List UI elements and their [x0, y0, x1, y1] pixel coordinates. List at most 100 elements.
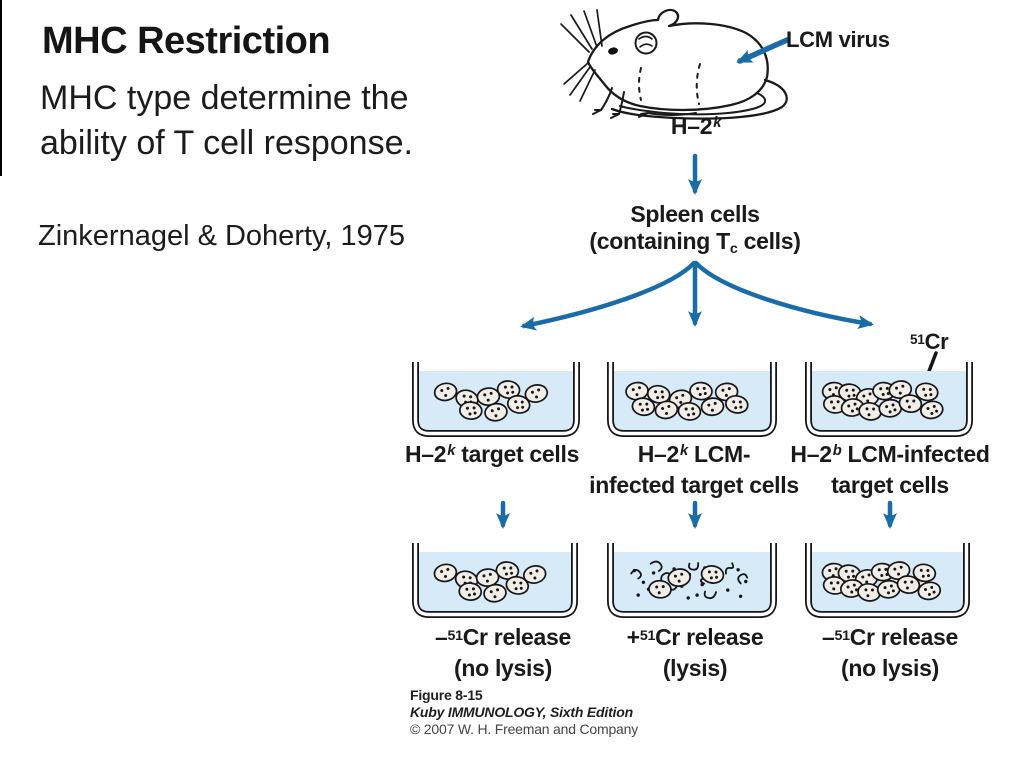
- well-top-2: [607, 362, 777, 437]
- target-cell: [475, 568, 500, 587]
- caption-figure-number: Figure 8-15: [410, 687, 483, 703]
- mouse-eye: [608, 47, 618, 55]
- spleen-line-2: (containing Tc cells): [575, 228, 815, 259]
- target-cell: [476, 387, 501, 406]
- label-line2: infected target cells: [589, 472, 799, 498]
- label-line2: target cells: [831, 472, 949, 498]
- target-cell: [433, 382, 458, 402]
- mouse-fur-dashes: [638, 63, 701, 105]
- result-sup: 51: [834, 627, 850, 644]
- target-cell: [725, 394, 749, 414]
- result-line2: (lysis): [662, 655, 728, 681]
- strain-sup: k: [713, 115, 722, 132]
- result-sign: –: [434, 624, 448, 650]
- well-label-h2b-lcm-infected: H–2b LCM-infected target cells: [770, 441, 1010, 499]
- target-cell: [458, 582, 483, 601]
- well-bottom-1: [412, 543, 578, 618]
- result-sign: –: [821, 624, 835, 650]
- target-cell: [505, 575, 530, 595]
- label-sup: b: [832, 443, 842, 460]
- target-cell: [495, 561, 520, 581]
- spleen-line-1: Spleen cells: [630, 201, 760, 227]
- target-cell: [857, 582, 881, 602]
- target-cell: [654, 400, 679, 420]
- well-label-h2k-lcm-infected: H–2k LCM- infected target cells: [574, 441, 814, 499]
- result-sup: 51: [447, 627, 463, 644]
- result-label-no-lysis-right: –51Cr release (no lysis): [780, 624, 1000, 682]
- well-top-3: [805, 362, 973, 437]
- result-line2: (no lysis): [841, 655, 939, 681]
- target-cell: [689, 381, 713, 401]
- target-cell: [677, 402, 702, 421]
- branch-right-arrow: [693, 260, 874, 329]
- subtitle-line-2: ability of T cell response.: [40, 124, 413, 162]
- target-cell: [631, 397, 656, 417]
- chromium-sup: 51: [910, 331, 925, 347]
- mouse-whiskers: [560, 9, 603, 102]
- mouse-illustration: [560, 8, 788, 120]
- label-base: H–2: [790, 441, 832, 467]
- target-cell: [496, 380, 521, 400]
- flow-arrows: [496, 37, 897, 529]
- label-sup: k: [680, 443, 688, 460]
- label-base: H–2: [404, 441, 447, 467]
- lcm-virus-label: LCM virus: [786, 27, 890, 52]
- well-bottom-2: [607, 543, 777, 618]
- target-cell: [898, 394, 923, 414]
- target-cell: [700, 397, 725, 417]
- target-cell: [667, 568, 692, 588]
- result-sign: +: [626, 624, 640, 650]
- caption-book-title: Kuby IMMUNOLOGY, Sixth Edition: [410, 704, 633, 720]
- target-cell: [458, 401, 483, 420]
- slide-subtitle: MHC type determine the ability of T cell …: [40, 76, 413, 166]
- result-label-lysis: +51Cr release (lysis): [585, 624, 805, 682]
- result-rest: Cr release: [849, 624, 959, 650]
- target-cell: [625, 381, 649, 401]
- target-cell: [484, 402, 508, 422]
- target-cell: [646, 384, 671, 404]
- mouse-legs: [592, 87, 697, 119]
- target-cell: [522, 565, 547, 584]
- target-cell: [483, 583, 507, 603]
- mouse-tail-inner: [619, 92, 767, 116]
- result-rest: Cr release: [462, 624, 572, 650]
- mouse-strain-label: H–2k: [596, 113, 796, 144]
- chromium-tag-label: 51Cr: [910, 328, 949, 358]
- wells-layer: [412, 362, 973, 618]
- target-cell: [912, 563, 937, 583]
- result-sup: 51: [639, 627, 656, 644]
- slide-citation: Zinkernagel & Doherty, 1975: [38, 220, 406, 252]
- label-sup: k: [447, 443, 456, 460]
- spleen-line2-pre: (containing T: [589, 228, 730, 254]
- target-cell: [648, 579, 672, 599]
- strain-base: H–2: [670, 113, 713, 139]
- subtitle-line-1: MHC type determine the: [40, 79, 409, 117]
- label-rest: target cells: [455, 441, 580, 467]
- spleen-line2-sub: c: [729, 240, 738, 257]
- result-line2: (no lysis): [454, 655, 552, 681]
- branch-left-arrow: [520, 260, 697, 331]
- target-cell: [506, 394, 531, 414]
- virus-arrow: [736, 37, 790, 64]
- target-cell: [700, 565, 725, 584]
- label-rest: LCM-infected: [841, 441, 990, 467]
- target-cell: [915, 382, 939, 402]
- slide-edge-artifact: [0, 0, 2, 176]
- spleen-cells-label: Spleen cells (containing Tc cells): [575, 201, 815, 259]
- chromium-base: Cr: [924, 329, 949, 354]
- target-cell: [524, 384, 549, 403]
- mouse-body: [586, 8, 769, 112]
- slide-title: MHC Restriction: [42, 20, 331, 62]
- label-rest: LCM-: [687, 441, 751, 467]
- result-label-no-lysis-left: –51Cr release (no lysis): [393, 624, 613, 682]
- well-bottom-3: [805, 543, 970, 618]
- figure-caption: Figure 8-15 Kuby IMMUNOLOGY, Sixth Editi…: [410, 687, 638, 738]
- target-cell: [858, 401, 882, 421]
- target-cell: [917, 581, 942, 601]
- mouse-ear-inner: [634, 31, 658, 55]
- well-top-1: [412, 362, 580, 437]
- label-base: H–2: [637, 441, 680, 467]
- caption-copyright: © 2007 W. H. Freeman and Company: [410, 721, 639, 737]
